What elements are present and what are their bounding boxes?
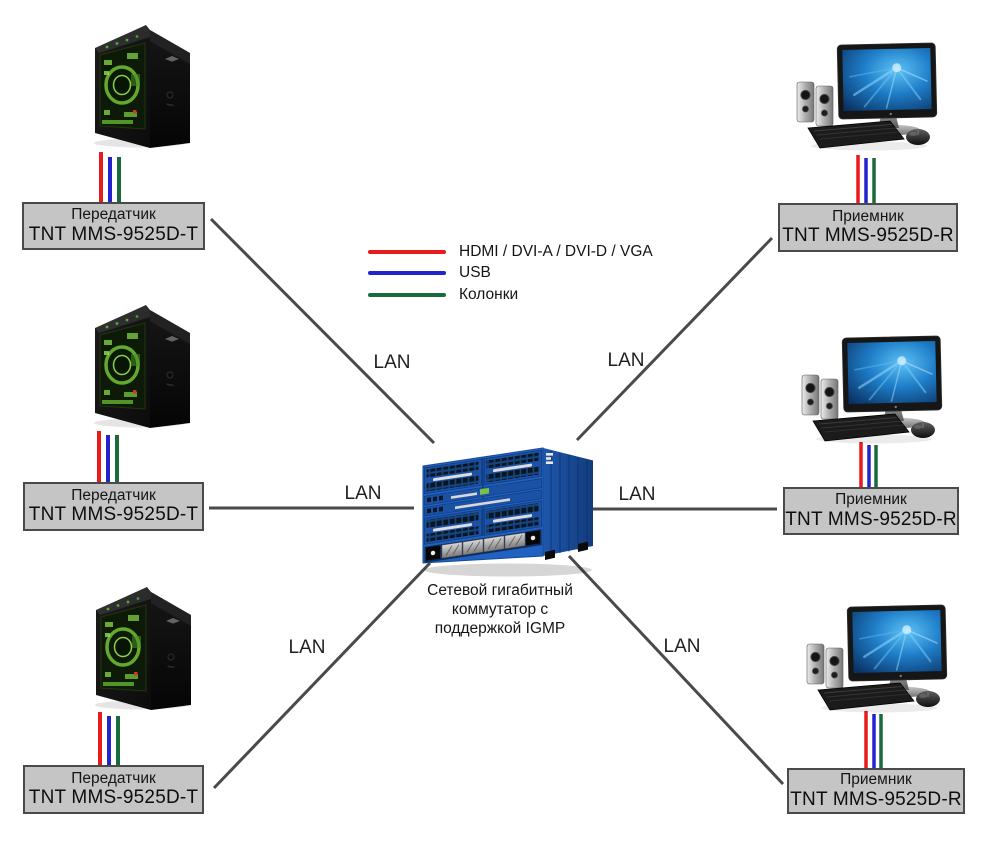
switch-caption: Сетевой гигабитный коммутатор с поддержк… bbox=[400, 581, 600, 638]
speakers-line-swatch bbox=[368, 292, 446, 297]
receiver-model: TNT MMS-9525D-R bbox=[790, 788, 962, 810]
receiver-workstation-image-3 bbox=[804, 604, 952, 714]
transmitter-title: Передатчик bbox=[71, 206, 156, 224]
lan-link-line-rx3 bbox=[567, 554, 785, 786]
lan-label-rx1: LAN bbox=[607, 350, 645, 371]
lan-label-tx1: LAN bbox=[373, 352, 411, 373]
lan-link-line-tx3 bbox=[212, 561, 432, 790]
legend-label-speakers: Колонки bbox=[459, 285, 519, 303]
transmitter-pc-image-3 bbox=[87, 584, 191, 710]
transmitter-title: Передатчик bbox=[71, 769, 156, 787]
transmitter-label-box-3: Передатчик TNT MMS-9525D-T bbox=[23, 765, 204, 814]
transmitter-cables bbox=[97, 152, 121, 767]
switch-caption-line-3: поддержкой IGMP bbox=[434, 620, 566, 637]
receiver-model: TNT MMS-9525D-R bbox=[785, 508, 957, 530]
receiver-label-box-3: Приемник TNT MMS-9525D-R bbox=[787, 768, 965, 814]
transmitter-pc-image-2 bbox=[86, 302, 190, 428]
switch-caption-line-2: коммутатор с bbox=[451, 601, 549, 618]
transmitter-model: TNT MMS-9525D-T bbox=[28, 787, 199, 809]
transmitter-title: Передатчик bbox=[71, 486, 156, 504]
transmitter-model: TNT MMS-9525D-T bbox=[28, 223, 199, 245]
receiver-model: TNT MMS-9525D-R bbox=[782, 225, 954, 247]
lan-label-rx2: LAN bbox=[618, 484, 656, 505]
receiver-workstation-image-2 bbox=[799, 335, 947, 445]
transmitter-model: TNT MMS-9525D-T bbox=[28, 504, 199, 526]
legend: HDMI / DVI-A / DVI-D / VGA USB Колонки bbox=[368, 241, 653, 306]
lan-label-tx2: LAN bbox=[344, 483, 382, 504]
legend-label-usb: USB bbox=[459, 264, 491, 282]
legend-item-hdmi: HDMI / DVI-A / DVI-D / VGA bbox=[368, 241, 653, 263]
receiver-title: Приемник bbox=[835, 491, 907, 509]
receiver-label-box-1: Приемник TNT MMS-9525D-R bbox=[778, 203, 958, 252]
lan-label-tx3: LAN bbox=[288, 637, 326, 658]
lan-label-rx3: LAN bbox=[663, 636, 701, 657]
receiver-cables bbox=[856, 155, 883, 770]
legend-label-hdmi: HDMI / DVI-A / DVI-D / VGA bbox=[459, 242, 653, 260]
lan-link-line-tx1 bbox=[209, 217, 436, 445]
receiver-workstation-image-1 bbox=[794, 42, 942, 152]
transmitter-label-box-1: Передатчик TNT MMS-9525D-T bbox=[22, 202, 205, 250]
transmitter-pc-image-1 bbox=[86, 22, 190, 148]
lan-link-line-rx1 bbox=[575, 236, 774, 442]
network-switch-image bbox=[420, 438, 600, 580]
receiver-title: Приемник bbox=[832, 207, 904, 225]
switch-caption-line-1: Сетевой гигабитный bbox=[427, 582, 573, 599]
hdmi-line-swatch bbox=[368, 249, 446, 254]
receiver-title: Приемник bbox=[840, 771, 912, 789]
legend-item-usb: USB bbox=[368, 263, 653, 285]
lan-link-lines bbox=[209, 217, 785, 790]
legend-item-speakers: Колонки bbox=[368, 284, 653, 306]
receiver-label-box-2: Приемник TNT MMS-9525D-R bbox=[783, 487, 959, 535]
transmitter-label-box-2: Передатчик TNT MMS-9525D-T bbox=[23, 482, 204, 531]
usb-line-swatch bbox=[368, 271, 446, 276]
